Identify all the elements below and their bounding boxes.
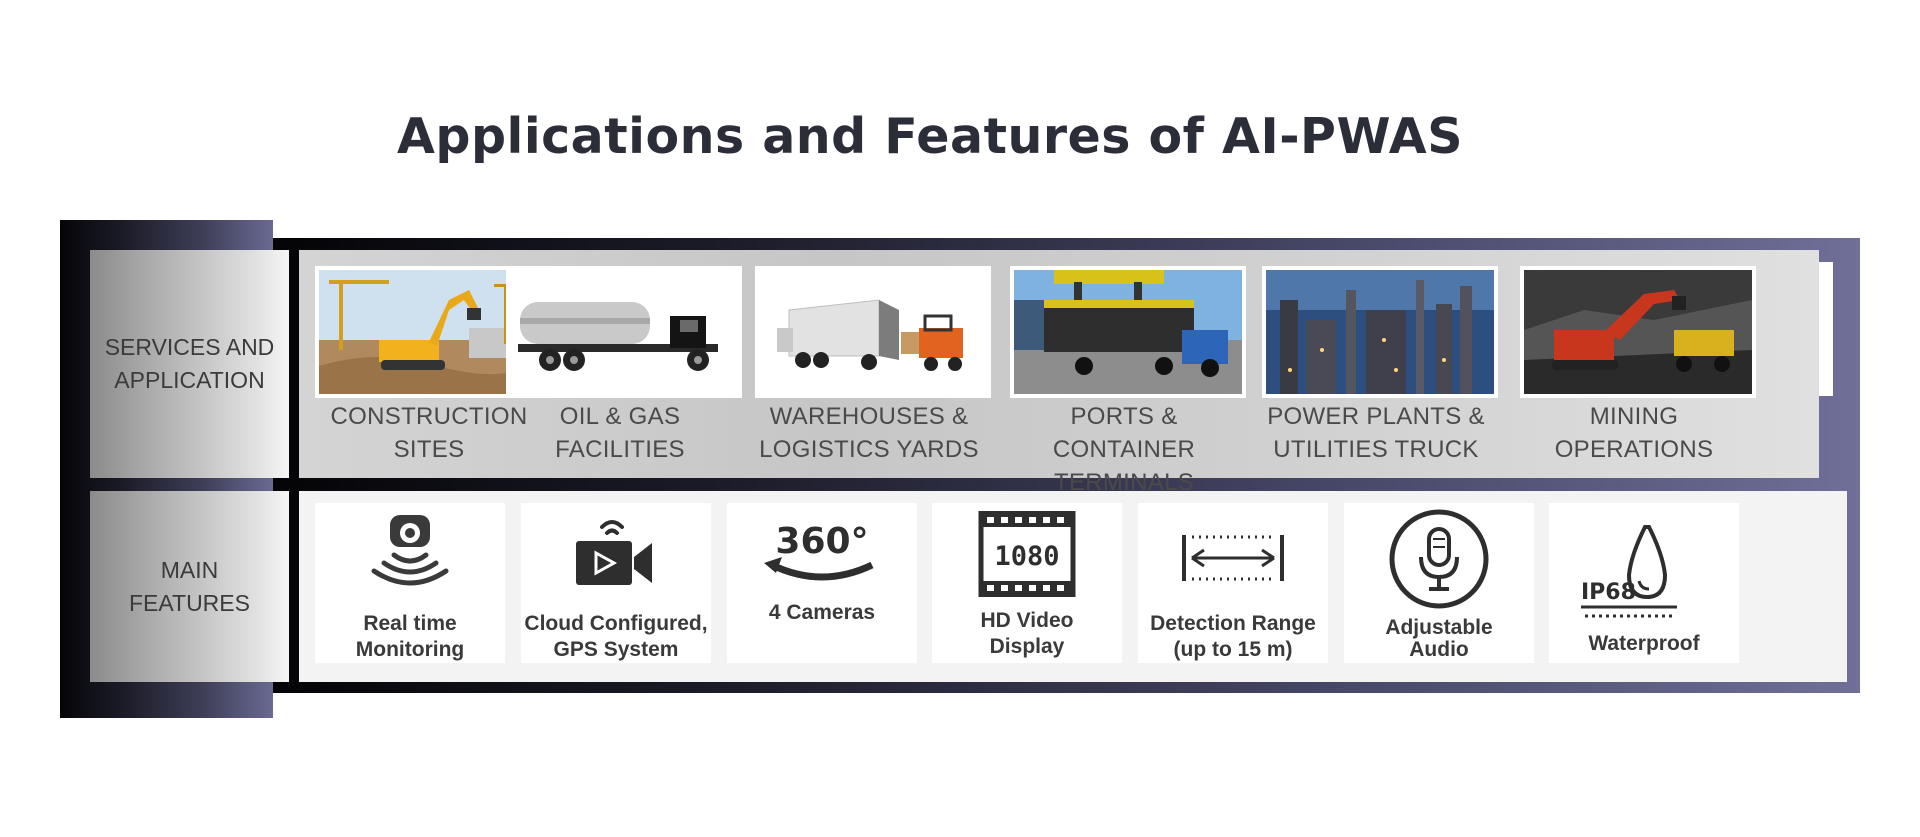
feature-label: Waterproof (1588, 632, 1700, 655)
camera-signal-icon (371, 515, 449, 586)
range-arrow-icon (1182, 535, 1284, 581)
services-label-line2: APPLICATION (114, 367, 265, 393)
container-truck-photo (1010, 266, 1246, 398)
service-oil-gas: OIL & GAS FACILITIES (496, 250, 744, 478)
feature-waterproof: IP68 Waterproof (1549, 503, 1739, 663)
forklift-truck-photo (755, 266, 991, 398)
service-caption: OIL & GAS FACILITIES (555, 403, 685, 463)
tanker-truck-photo (506, 266, 742, 398)
feature-label: Cloud Configured,GPS System (524, 612, 708, 661)
panel-notch (1819, 262, 1833, 396)
ip68-badge: IP68 (1581, 580, 1636, 605)
features-row-label: MAIN FEATURES (90, 491, 289, 682)
features-label-line2: FEATURES (129, 589, 250, 616)
service-caption: POWER PLANTS &UTILITIES TRUCK (1267, 403, 1485, 463)
feature-detection-range: Detection Range(up to 15 m) (1138, 503, 1328, 663)
mining-excavator-photo (1520, 266, 1756, 398)
feature-4-cameras: 360° 4 Cameras (727, 503, 917, 663)
feature-label: 4 Cameras (768, 601, 876, 624)
water-drop-icon: IP68 (1581, 525, 1677, 618)
film-1080-icon: 1080 (978, 511, 1076, 597)
features-label-line1: MAIN (160, 556, 219, 583)
power-plant-photo (1262, 266, 1498, 398)
page-title: Applications and Features of AI-PWAS (396, 108, 1464, 165)
video-wifi-icon (576, 520, 652, 585)
service-warehouses: WAREHOUSES &LOGISTICS YARDS (745, 250, 993, 478)
services-label-line1: SERVICES AND (104, 334, 275, 360)
feature-label: Detection Range(up to 15 m) (1150, 612, 1316, 661)
services-row-label: SERVICES AND APPLICATION (90, 250, 289, 478)
service-caption: WAREHOUSES &LOGISTICS YARDS (759, 403, 979, 463)
1080-badge: 1080 (994, 541, 1059, 572)
feature-cloud-gps: Cloud Configured,GPS System (521, 503, 711, 663)
microphone-icon (1389, 509, 1489, 609)
360-icon: 360° (764, 521, 874, 581)
service-power-plants: POWER PLANTS &UTILITIES TRUCK (1252, 250, 1500, 478)
360-badge: 360° (775, 521, 868, 562)
